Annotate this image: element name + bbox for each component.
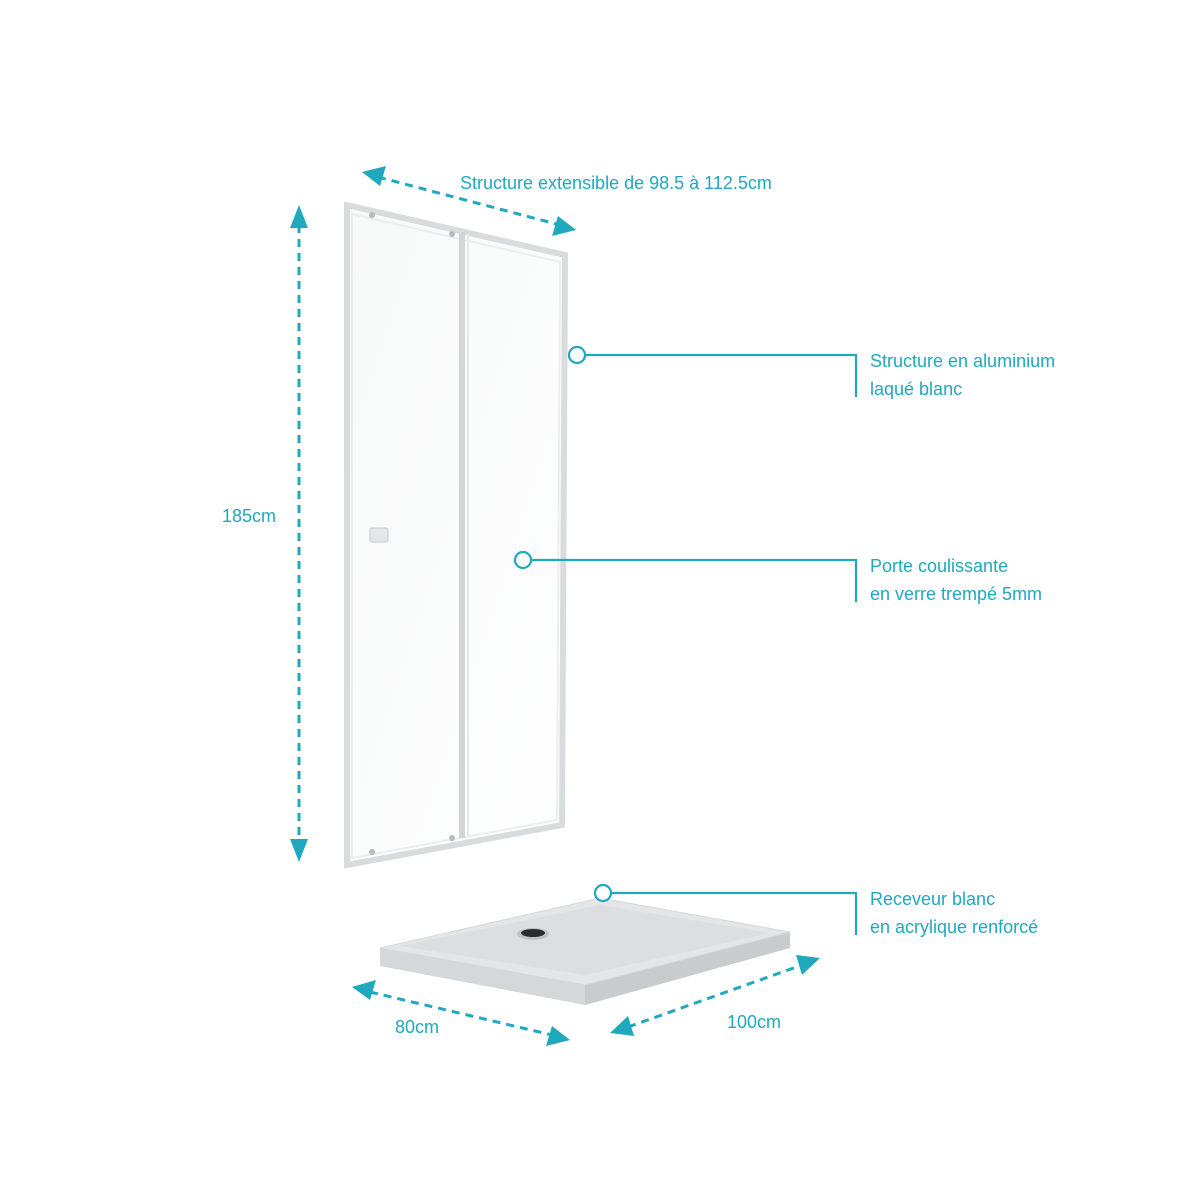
- arrowhead-icon: [290, 839, 308, 862]
- callout-text: en acrylique renforcé: [870, 917, 1038, 937]
- callout-text: Receveur blanc: [870, 889, 995, 909]
- height-label: 185cm: [222, 506, 276, 526]
- callout-text: Structure en aluminium: [870, 351, 1055, 371]
- tray-width-label: 100cm: [727, 1012, 781, 1032]
- roller-icon: [449, 835, 455, 841]
- roller-icon: [369, 212, 375, 218]
- arrowhead-icon: [352, 980, 376, 1000]
- sliding-door: [344, 201, 569, 869]
- callout-marker-icon: [593, 883, 613, 903]
- callout-text: en verre trempé 5mm: [870, 584, 1042, 604]
- arrowhead-icon: [552, 216, 576, 236]
- tray-width-dimension: 100cm: [610, 955, 820, 1036]
- width-dimension: Structure extensible de 98.5 à 112.5cm: [362, 166, 772, 236]
- callout-text: Porte coulissante: [870, 556, 1008, 576]
- callout-marker-icon: [513, 550, 533, 570]
- arrowhead-icon: [546, 1026, 570, 1046]
- height-dimension: 185cm: [222, 205, 308, 862]
- callout-structure: Structure en aluminium laqué blanc: [567, 345, 1055, 399]
- tray-depth-label: 80cm: [395, 1017, 439, 1037]
- arrowhead-icon: [796, 955, 820, 975]
- roller-icon: [449, 231, 455, 237]
- shower-tray: [379, 897, 791, 1005]
- arrowhead-icon: [362, 166, 386, 186]
- arrowhead-icon: [290, 205, 308, 228]
- callout-door: Porte coulissante en verre trempé 5mm: [513, 550, 1042, 604]
- tray-depth-dimension: 80cm: [352, 980, 570, 1046]
- arrowhead-icon: [610, 1016, 634, 1036]
- width-range-label: Structure extensible de 98.5 à 112.5cm: [460, 173, 772, 193]
- callout-marker-icon: [567, 345, 587, 365]
- door-handle: [369, 527, 389, 543]
- callout-text: laqué blanc: [870, 379, 962, 399]
- callout-tray: Receveur blanc en acrylique renforcé: [593, 883, 1038, 937]
- roller-icon: [369, 849, 375, 855]
